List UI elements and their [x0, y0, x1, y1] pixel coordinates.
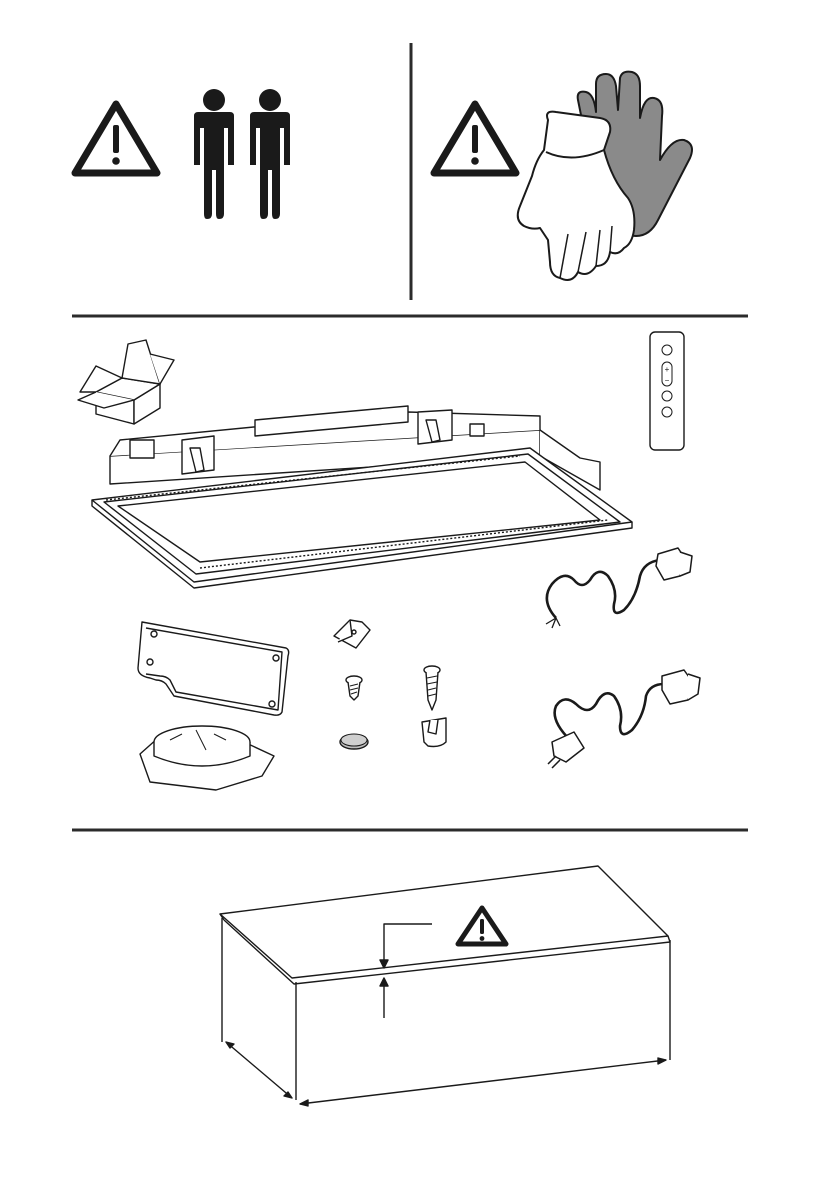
power-cable-bare-wires	[546, 548, 692, 628]
two-persons-icon	[194, 89, 290, 219]
mounting-bracket	[182, 436, 214, 474]
safety-section	[75, 43, 692, 300]
wall-plug	[422, 718, 446, 747]
open-box-icon	[78, 340, 174, 424]
protective-gloves-icon	[518, 72, 692, 280]
air-outlet-flange	[140, 726, 274, 790]
warning-right-icon	[434, 104, 516, 173]
power-cable-schuko-plug	[548, 670, 700, 768]
remote-control: + −	[650, 332, 684, 450]
dimension-depth	[226, 1042, 292, 1098]
ceiling-hood-unit	[92, 406, 632, 588]
ceiling-panel	[220, 866, 668, 978]
connector-head	[662, 670, 700, 704]
remote-minus-glyph: −	[665, 376, 670, 385]
remote-plus-glyph: +	[665, 365, 670, 374]
contents-section: + −	[78, 332, 700, 790]
person-icon	[194, 89, 234, 219]
short-screw	[346, 676, 362, 700]
cover-cap	[340, 734, 368, 749]
connector-head	[656, 548, 692, 580]
dimension-width	[300, 1058, 666, 1106]
fixing-clip	[334, 620, 370, 648]
schuko-plug-head	[548, 732, 584, 768]
mounting-plate	[138, 622, 289, 715]
mounting-bracket	[418, 410, 452, 444]
warning-left-icon	[75, 104, 157, 173]
ceiling-cutout-section	[220, 866, 670, 1106]
person-icon	[250, 89, 290, 219]
long-wood-screw	[424, 666, 440, 710]
